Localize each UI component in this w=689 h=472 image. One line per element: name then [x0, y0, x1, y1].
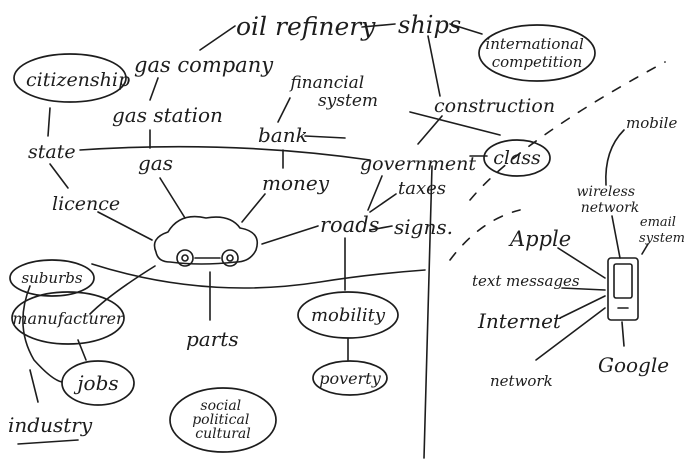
connectors — [17, 23, 501, 459]
label-wireless-network: wireless network — [576, 184, 639, 216]
label-bank: bank — [258, 123, 308, 147]
line-social-underline — [17, 439, 79, 445]
line-phone-email — [641, 243, 649, 255]
line-oil-ships — [361, 23, 396, 28]
label-mobile: mobile — [626, 114, 677, 132]
label-class: class — [493, 147, 541, 169]
label-government: government — [360, 153, 476, 175]
label-oil-refinery: oil refinery — [236, 12, 376, 41]
line-jobs-industry — [29, 369, 39, 403]
line-state-government — [79, 145, 371, 161]
label-suburbs: suburbs — [21, 269, 82, 287]
label-construction: construction — [434, 95, 555, 117]
label-industry: industry — [8, 413, 93, 437]
label-network: network — [490, 372, 553, 390]
line-bank-government — [304, 135, 346, 139]
oval-poverty — [312, 360, 388, 396]
line-licence-car — [97, 211, 153, 241]
label-gas-company: gas company — [134, 53, 274, 77]
label-taxes: taxes — [398, 178, 446, 199]
mobile-phone-icon — [607, 257, 639, 321]
oval-mobility — [297, 291, 399, 339]
line-phone-network — [535, 307, 606, 361]
label-manufacturer: manufacturer — [12, 309, 125, 328]
line-divider — [423, 165, 433, 459]
label-gas-station: gas station — [112, 103, 223, 127]
label-state: state — [28, 141, 76, 163]
line-oil-gascompany — [199, 25, 236, 51]
label-ships: ships — [398, 11, 461, 39]
line-citizenship-state — [47, 107, 51, 137]
label-money: money — [262, 171, 330, 195]
line-suburbs-mobility — [91, 263, 426, 289]
label-mobility: mobility — [311, 305, 386, 326]
line-gas-car — [159, 177, 186, 219]
oval-international-competition — [478, 24, 596, 82]
line-phone-mobile — [605, 129, 625, 186]
oval-jobs — [61, 360, 135, 406]
label-poverty: poverty — [319, 369, 381, 388]
label-financial-system: financial system — [288, 73, 378, 111]
line-gascompany-station — [149, 77, 159, 101]
dashed-boundary-lower — [449, 209, 521, 261]
label-email-system: email system — [639, 215, 685, 246]
label-social-political-cultural: social political cultural — [192, 398, 254, 442]
oval-social — [169, 387, 277, 453]
line-phone-google — [621, 321, 625, 347]
label-apple: Apple — [508, 227, 571, 251]
line-phone-internet — [559, 295, 606, 319]
label-internet: Internet — [477, 309, 562, 333]
oval-suburbs — [9, 259, 95, 297]
line-construction-class — [409, 111, 501, 136]
label-google: Google — [598, 353, 669, 377]
line-financial-bank — [277, 97, 291, 123]
label-licence: licence — [52, 193, 120, 215]
label-jobs: jobs — [73, 371, 118, 395]
car-icon — [153, 215, 259, 267]
oval-class — [483, 139, 551, 177]
line-taxes-roads — [369, 193, 397, 213]
line-car-manufacturer — [89, 265, 156, 315]
label-citizenship: citizenship — [26, 69, 130, 91]
line-money-car — [241, 193, 266, 223]
label-international-competition: international competition — [485, 35, 588, 71]
line-government-roads — [367, 175, 383, 211]
label-text-messages: text messages — [472, 272, 580, 290]
label-gas: gas — [138, 151, 173, 175]
line-state-licence — [49, 163, 69, 189]
line-suburbs-jobs — [22, 285, 63, 383]
line-phone-wireless — [611, 215, 621, 259]
oval-manufacturer — [11, 291, 125, 345]
line-phone-apple — [557, 247, 606, 279]
phone-connectors — [535, 129, 649, 361]
line-government-construction — [417, 115, 443, 145]
dashed-boundary — [469, 61, 666, 201]
line-car-roads — [261, 225, 319, 245]
line-ships-construction — [427, 35, 441, 97]
line-roads-signs — [369, 225, 393, 231]
oval-citizenship — [13, 53, 127, 103]
label-roads: roads — [320, 213, 380, 237]
line-phone-text — [561, 287, 606, 291]
line-ships-competition — [449, 23, 483, 35]
label-parts: parts — [186, 327, 239, 351]
label-signs: signs. — [394, 215, 453, 239]
